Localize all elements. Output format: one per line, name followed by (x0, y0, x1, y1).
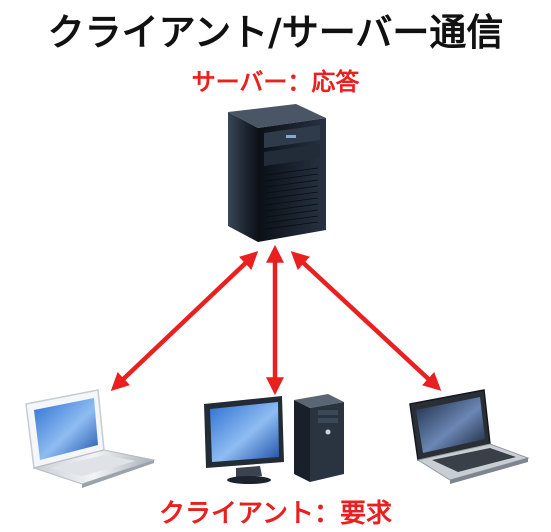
diagram-title: クライアント/サーバー通信 (47, 11, 504, 54)
desktop-computer-icon (204, 394, 344, 484)
arrow-server-white-laptop (110, 251, 259, 391)
black-laptop-icon (409, 389, 530, 484)
server-label: サーバー：応答 (191, 68, 360, 96)
client-label: クライアント：要求 (159, 499, 392, 529)
tower-server-icon (228, 104, 326, 242)
connection-arrows (110, 244, 442, 396)
arrow-server-black-laptop (290, 251, 442, 391)
white-laptop-icon (25, 389, 156, 488)
